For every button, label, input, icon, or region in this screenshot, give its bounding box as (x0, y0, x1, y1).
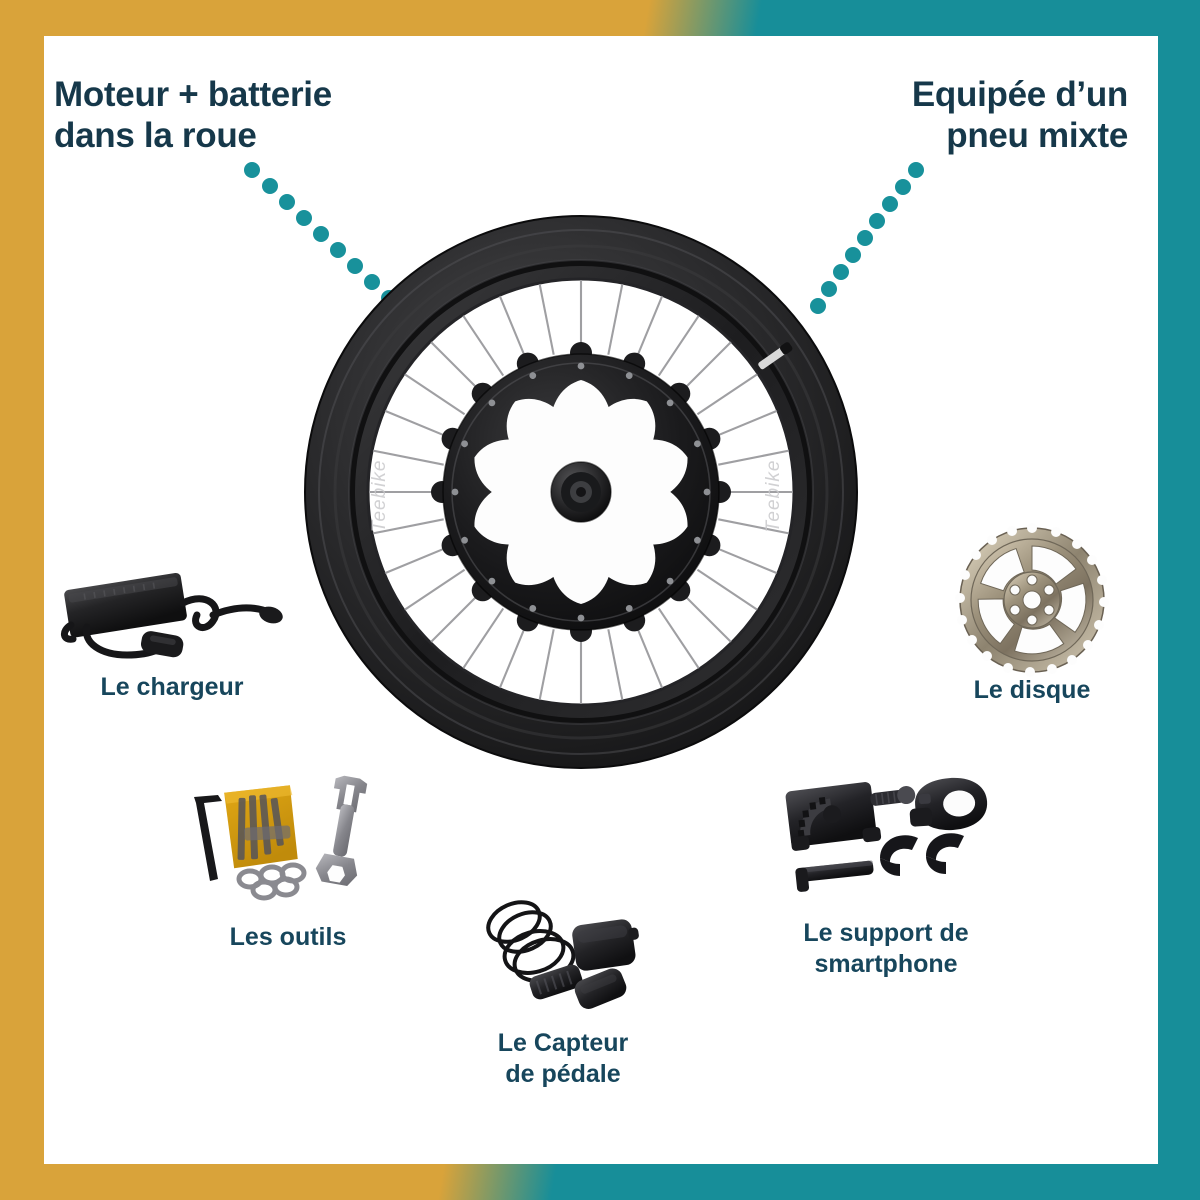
part-pedal-sensor-image (478, 898, 648, 1018)
part-charger-image (57, 563, 287, 673)
callout-mixed-tire: Equipée d’un pneu mixte (911, 75, 1128, 155)
caption-smartphone-mount: Le support de smartphone (803, 919, 969, 978)
teebike-wheel-illustration: Teebike Teebike (304, 215, 858, 769)
rim-brand-right: Teebike (763, 460, 784, 533)
caption-charger: Le chargeur (100, 673, 244, 701)
caption-tools: Les outils (229, 923, 347, 951)
part-disc-image (954, 522, 1110, 678)
rim-brand-left: Teebike (369, 460, 390, 533)
part-tools-image (188, 775, 388, 905)
caption-disc: Le disque (973, 676, 1091, 704)
caption-pedal-sensor: Le Capteur de pédale (497, 1029, 629, 1088)
callout-motor-battery: Moteur + batterie dans la roue (54, 75, 332, 155)
part-smartphone-mount-image (776, 772, 996, 912)
